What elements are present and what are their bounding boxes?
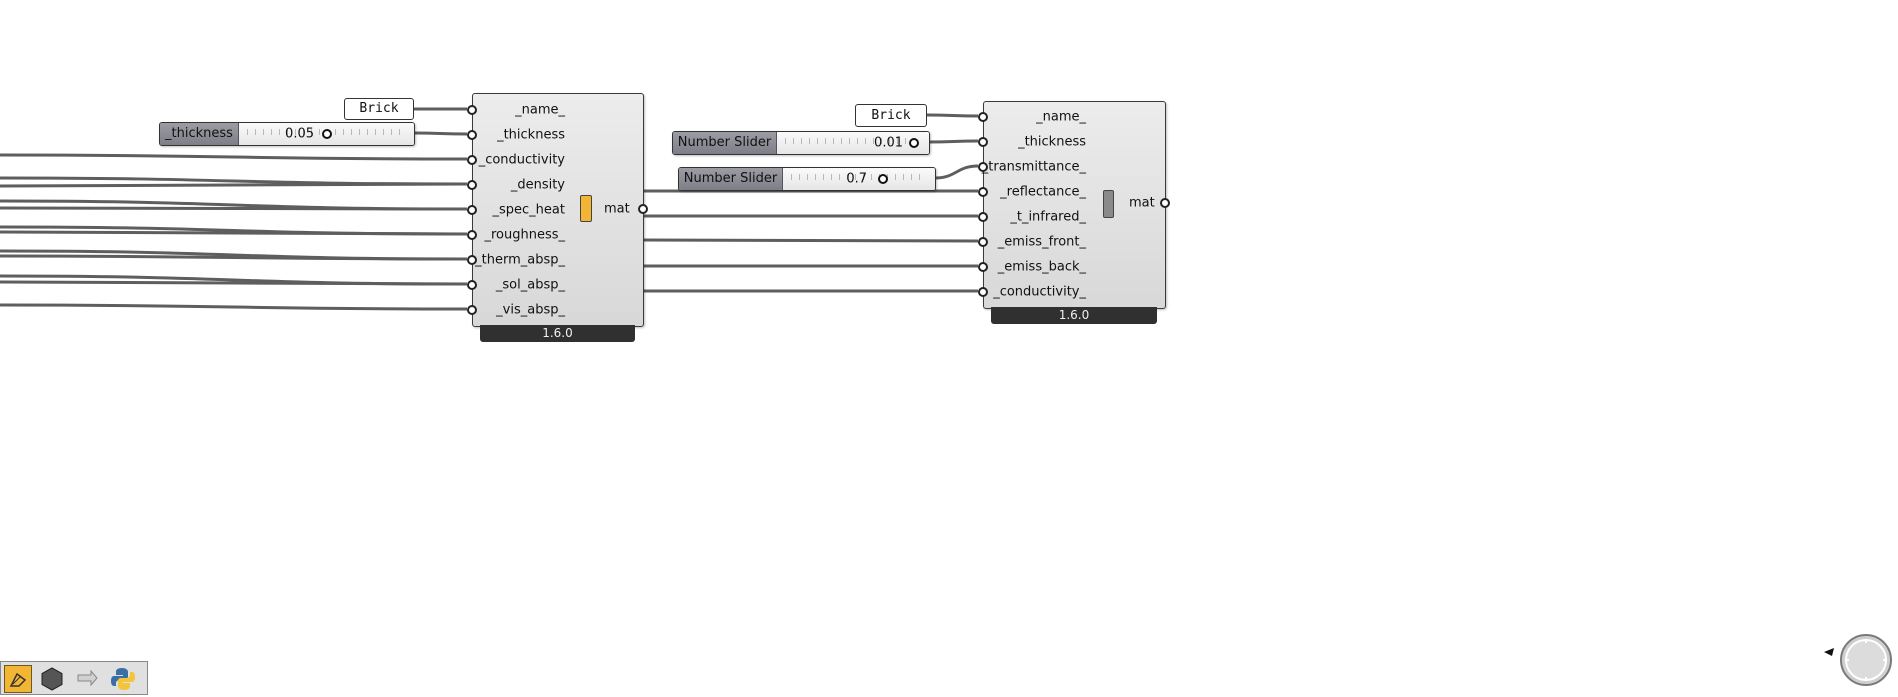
thickness-slider[interactable]: _thickness 0.05 xyxy=(159,122,415,146)
arrow-icon[interactable] xyxy=(73,665,101,693)
version-label: 1.6.0 xyxy=(991,307,1157,324)
output-label-mat: mat xyxy=(1129,195,1155,211)
input-roughness[interactable]: _roughness_ xyxy=(484,227,565,243)
wire xyxy=(0,230,468,236)
input-grip[interactable] xyxy=(978,212,988,222)
wire xyxy=(0,153,468,161)
input-grip[interactable] xyxy=(978,162,988,172)
window-material-component[interactable]: _name_ _thickness _transmittance_ _reflecta… xyxy=(978,101,1170,309)
slider-name: Number Slider xyxy=(679,168,783,190)
input-grip[interactable] xyxy=(467,180,477,190)
navigation-compass-icon[interactable] xyxy=(1822,634,1892,690)
brick-panel[interactable]: Brick xyxy=(344,98,414,120)
wire xyxy=(0,182,468,188)
input-grip[interactable] xyxy=(978,287,988,297)
slider-knob[interactable] xyxy=(909,138,919,148)
version-label: 1.6.0 xyxy=(480,325,635,342)
output-label-mat: mat xyxy=(604,201,630,217)
wire xyxy=(0,249,468,261)
input-grip[interactable] xyxy=(467,155,477,165)
input-density[interactable]: _density xyxy=(510,177,565,193)
wire xyxy=(0,206,468,211)
slider-value: 0.7 xyxy=(846,171,867,187)
wire xyxy=(934,164,979,180)
input-grip[interactable] xyxy=(467,205,477,215)
input-grip[interactable] xyxy=(978,187,988,197)
slider-value: 0.01 xyxy=(874,135,903,151)
input-thermabsp[interactable]: _therm_absp_ xyxy=(475,252,565,268)
input-grip[interactable] xyxy=(978,237,988,247)
wire xyxy=(926,113,979,118)
wire xyxy=(413,131,468,136)
input-conductivity[interactable]: _conductivity xyxy=(478,152,565,168)
input-tinfrared[interactable]: _t_infrared_ xyxy=(1010,209,1086,225)
input-grip[interactable] xyxy=(467,130,477,140)
input-grip[interactable] xyxy=(467,105,477,115)
input-reflectance[interactable]: _reflectance_ xyxy=(1000,184,1086,200)
input-specheat[interactable]: _spec_heat xyxy=(492,202,565,218)
input-visabsp[interactable]: _vis_absp_ xyxy=(496,302,565,318)
wire xyxy=(0,254,468,261)
wire xyxy=(641,238,979,243)
input-emissfront[interactable]: _emiss_front_ xyxy=(997,234,1086,250)
wire xyxy=(0,225,468,236)
input-grip[interactable] xyxy=(978,137,988,147)
python-icon[interactable] xyxy=(109,665,137,693)
input-grip[interactable] xyxy=(467,280,477,290)
widget-toolbar xyxy=(0,661,148,695)
input-thickness[interactable]: _thickness xyxy=(497,127,565,143)
wire xyxy=(928,139,979,144)
input-grip[interactable] xyxy=(978,262,988,272)
input-thickness[interactable]: _thickness xyxy=(1018,134,1086,150)
input-grip[interactable] xyxy=(978,112,988,122)
slider-knob[interactable] xyxy=(322,129,332,139)
input-grip[interactable] xyxy=(467,230,477,240)
component-icon xyxy=(1103,190,1114,218)
input-name[interactable]: _name_ xyxy=(1036,109,1086,125)
wire xyxy=(0,176,468,186)
number-slider[interactable]: Number Slider 0.01 xyxy=(672,131,930,155)
wire xyxy=(0,199,468,211)
slider-knob[interactable] xyxy=(878,174,888,184)
brick-panel[interactable]: Brick xyxy=(855,104,927,127)
input-conductivity[interactable]: _conductivity_ xyxy=(993,284,1086,300)
wire xyxy=(0,280,468,286)
input-transmittance[interactable]: _transmittance_ xyxy=(981,159,1086,175)
input-emissback[interactable]: _emiss_back_ xyxy=(997,259,1086,275)
input-name[interactable]: _name_ xyxy=(515,102,565,118)
slider-name: Number Slider xyxy=(673,132,777,154)
hexagon-icon[interactable] xyxy=(38,665,66,693)
component-icon xyxy=(580,195,592,222)
slider-value: 0.05 xyxy=(285,126,314,142)
number-slider[interactable]: Number Slider 0.7 xyxy=(678,167,936,191)
slider-name: _thickness xyxy=(160,123,239,145)
wire xyxy=(0,303,468,311)
output-grip[interactable] xyxy=(1160,198,1170,208)
wire xyxy=(0,274,468,286)
input-solabsp[interactable]: _sol_absp_ xyxy=(495,277,565,293)
input-grip[interactable] xyxy=(467,305,477,315)
input-grip[interactable] xyxy=(467,255,477,265)
output-grip[interactable] xyxy=(638,204,648,214)
opaque-material-component[interactable]: _name_ _thickness _conductivity _density _sp… xyxy=(467,93,648,327)
sketch-icon[interactable] xyxy=(4,665,32,693)
